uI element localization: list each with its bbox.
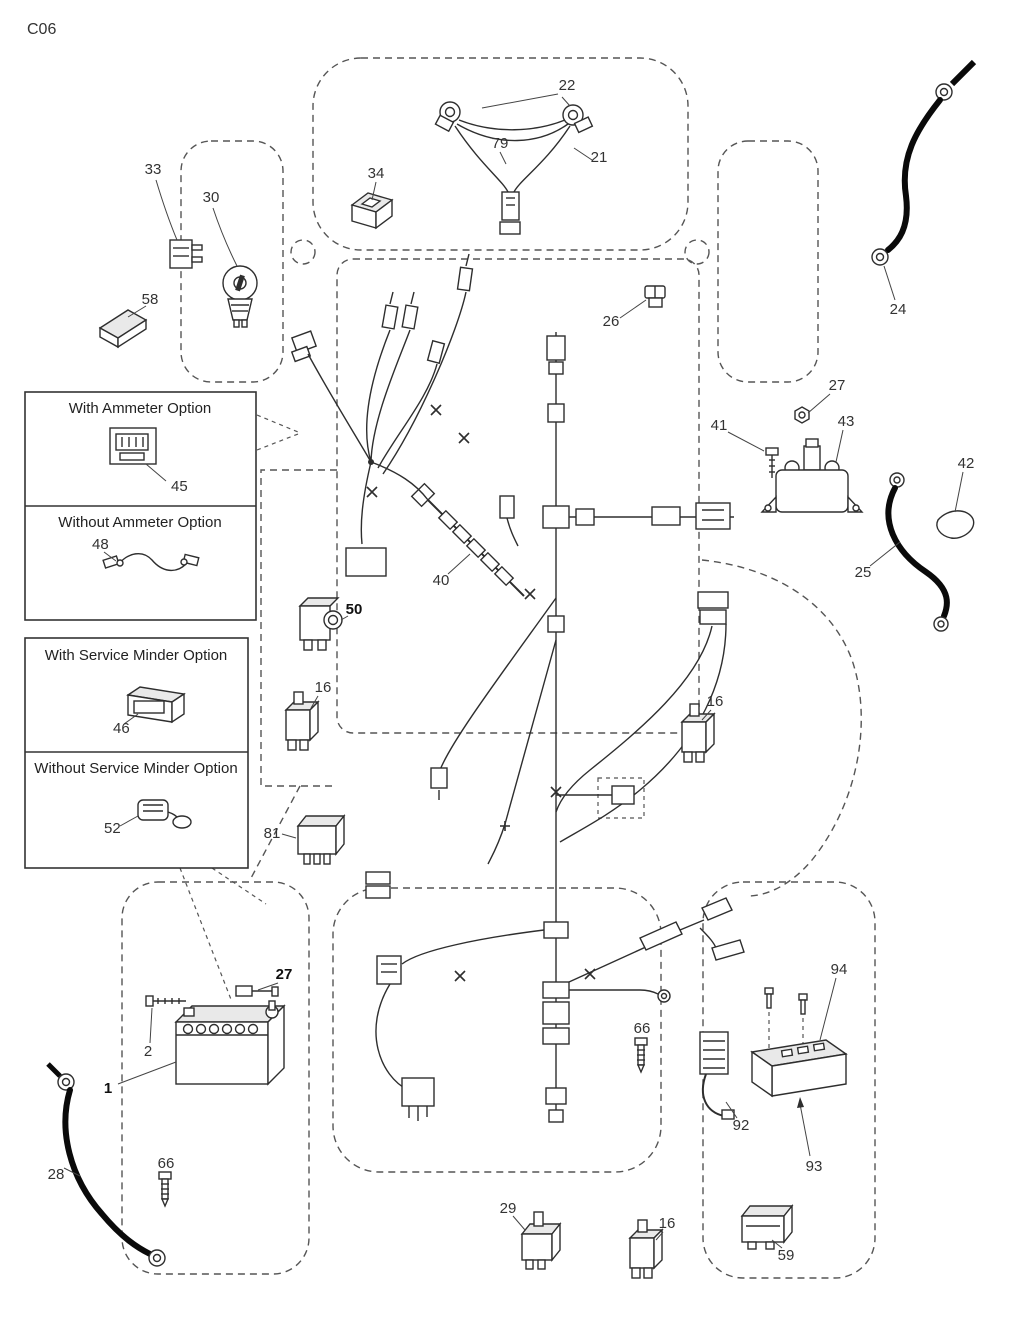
module-58-drawing: [98, 309, 148, 349]
callout-1: 1: [104, 1080, 112, 1097]
switch-50-drawing: [298, 597, 343, 651]
main-harness-drawing: [366, 332, 745, 1123]
callout-16-left: 16: [315, 679, 332, 696]
service-minder-option-box: With Service Minder Option 46 Without Se…: [24, 637, 249, 869]
ammeter-without-title: Without Ammeter Option: [58, 514, 221, 531]
callout-50: 50: [346, 601, 363, 618]
callout-2: 2: [144, 1043, 152, 1060]
relay-81-drawing: [296, 814, 391, 899]
connector-92-drawing: [699, 1031, 735, 1120]
callout-24: 24: [890, 301, 907, 318]
ignition-switch-drawing: [222, 265, 258, 328]
callout-33: 33: [145, 161, 162, 178]
ground-cable-28-drawing: [46, 1062, 166, 1267]
callout-26: 26: [603, 313, 620, 330]
switch-16-left-drawing: [284, 691, 320, 751]
callout-29: 29: [500, 1200, 517, 1217]
key-cap-drawing: [137, 799, 192, 829]
screw-66-center-drawing: [634, 1037, 648, 1074]
battery-cable-25-drawing: [885, 472, 950, 632]
ammeter-bypass-wire-drawing: [102, 553, 200, 571]
callout-21: 21: [591, 149, 608, 166]
callout-41: 41: [711, 417, 728, 434]
harness-40-drawing: [410, 482, 525, 597]
switch-33-drawing: [169, 239, 203, 269]
callout-27-solenoid: 27: [829, 377, 846, 394]
switch-29-drawing: [520, 1211, 562, 1270]
upper-branch-wires: [290, 253, 474, 577]
callout-16-right: 16: [707, 693, 724, 710]
callout-66-left: 66: [158, 1155, 175, 1172]
callout-25: 25: [855, 564, 872, 581]
callout-45: 45: [171, 478, 188, 495]
callout-46: 46: [113, 720, 130, 737]
callout-81: 81: [264, 825, 281, 842]
callout-79: 79: [492, 135, 509, 152]
callout-94: 94: [831, 961, 848, 978]
callout-42: 42: [958, 455, 975, 472]
terminal-boot-drawing: [936, 510, 975, 539]
callout-52: 52: [104, 820, 121, 837]
battery-bolt-2-drawing: [145, 995, 186, 1007]
callout-59: 59: [778, 1247, 795, 1264]
callout-30: 30: [203, 189, 220, 206]
callout-48: 48: [92, 536, 109, 553]
callout-22: 22: [559, 77, 576, 94]
minder-without-title: Without Service Minder Option: [34, 760, 237, 777]
callout-93: 93: [806, 1158, 823, 1175]
switch-16-bottom-drawing: [628, 1219, 664, 1279]
callout-66-center: 66: [634, 1020, 651, 1037]
headlight-harness-drawing: [434, 101, 594, 235]
battery-clamp-27-drawing: [235, 985, 279, 997]
screw-66-left-drawing: [158, 1171, 172, 1208]
battery-drawing: [174, 1000, 286, 1086]
page-code: C06: [27, 21, 56, 38]
callout-27-battery: 27: [276, 966, 293, 983]
callout-92: 92: [733, 1117, 750, 1134]
bracket-94-drawing: [750, 987, 848, 1098]
relay-59-drawing: [740, 1204, 794, 1250]
minder-with-title: With Service Minder Option: [45, 647, 228, 664]
ammeter-drawing: [109, 427, 157, 465]
fuse-26-drawing: [644, 285, 666, 308]
switch-34-drawing: [350, 192, 394, 230]
ammeter-option-box: With Ammeter Option 45 Without Ammeter O…: [24, 391, 257, 621]
ammeter-with-title: With Ammeter Option: [69, 400, 212, 417]
service-minder-drawing: [126, 686, 186, 724]
solenoid-drawing: [760, 406, 864, 513]
cable-tie-marks: [366, 404, 596, 982]
arrowhead-93: [797, 1097, 804, 1108]
callout-28: 28: [48, 1166, 65, 1183]
callout-40: 40: [433, 572, 450, 589]
callout-34: 34: [368, 165, 385, 182]
callout-43: 43: [838, 413, 855, 430]
callout-16-bottom: 16: [659, 1215, 676, 1232]
switch-16-right-drawing: [680, 703, 716, 763]
callout-58: 58: [142, 291, 159, 308]
battery-cable-24-drawing: [871, 59, 977, 266]
